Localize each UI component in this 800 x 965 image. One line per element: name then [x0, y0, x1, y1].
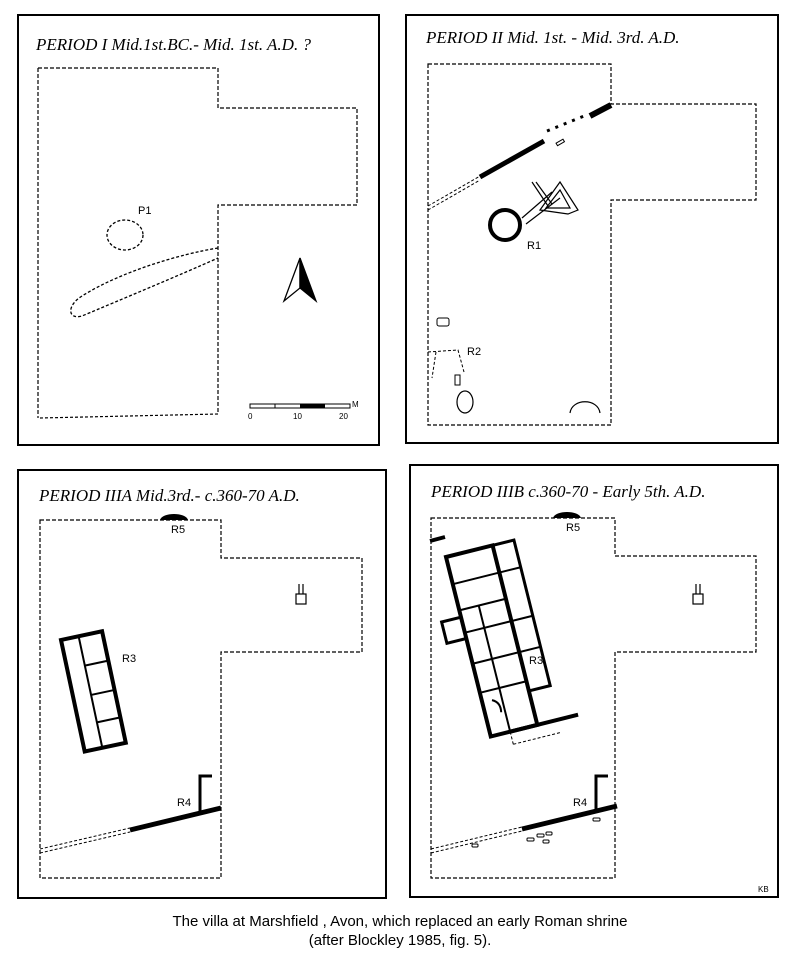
artist-initials: KB	[758, 885, 769, 894]
ditch-feature	[70, 247, 219, 318]
panel-period-1: PERIOD I Mid.1st.BC.- Mid. 1st. A.D. ? P…	[17, 14, 380, 446]
label-r5: R5	[171, 524, 185, 536]
svg-text:0: 0	[248, 412, 253, 421]
scale-bar: 0 10 20 M	[248, 400, 359, 421]
label-r3: R3	[529, 655, 543, 667]
label-r2: R2	[467, 346, 481, 358]
panel-period-3a: PERIOD IIIA Mid.3rd.- c.360-70 A.D. R5 R…	[17, 469, 387, 899]
label-r5: R5	[566, 522, 580, 534]
structure-r1	[488, 208, 522, 242]
panel-title: PERIOD I Mid.1st.BC.- Mid. 1st. A.D. ?	[35, 35, 311, 54]
fountain-icon	[295, 584, 307, 605]
panel-title: PERIOD IIIA Mid.3rd.- c.360-70 A.D.	[38, 486, 300, 505]
panel-title: PERIOD IIIB c.360-70 - Early 5th. A.D.	[430, 482, 705, 501]
panel-period-2: PERIOD II Mid. 1st. - Mid. 3rd. A.D. R1 …	[405, 14, 779, 444]
svg-text:20: 20	[339, 412, 348, 421]
building-r3	[58, 628, 129, 754]
svg-text:M: M	[352, 400, 359, 409]
panel-title: PERIOD II Mid. 1st. - Mid. 3rd. A.D.	[425, 28, 680, 47]
north-arrow-icon	[282, 257, 318, 304]
label-r4: R4	[177, 797, 191, 809]
pit-p1	[106, 219, 144, 251]
label-r3: R3	[122, 653, 136, 665]
caption-line-1: The villa at Marshfield , Avon, which re…	[172, 913, 628, 930]
fountain-icon	[692, 584, 704, 605]
svg-text:10: 10	[293, 412, 302, 421]
caption-line-2: (after Blockley 1985, fig. 5).	[308, 932, 492, 949]
label-p1: P1	[138, 205, 151, 217]
label-r1: R1	[527, 240, 541, 252]
panel-period-3b: PERIOD IIIB c.360-70 - Early 5th. A.D. R…	[409, 464, 779, 898]
label-r4: R4	[573, 797, 587, 809]
building-r3	[439, 538, 579, 745]
